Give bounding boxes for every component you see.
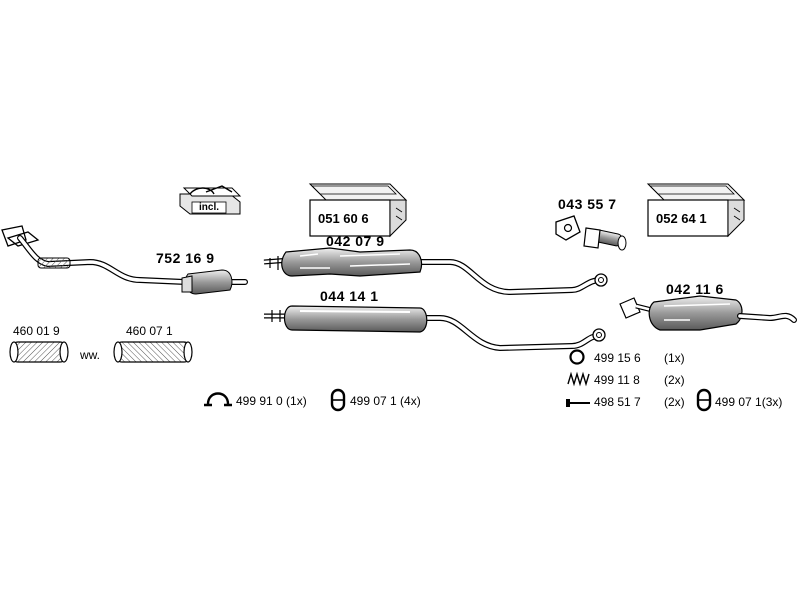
gasket-ring-icon	[569, 349, 585, 365]
connector-2-label: 460 07 1	[126, 324, 173, 338]
bolt-qty-label: (2x)	[664, 395, 685, 409]
connector-1-label: 460 01 9	[13, 324, 60, 338]
bolt-icon	[566, 399, 590, 407]
front-pipe-label: 752 16 9	[156, 250, 215, 266]
bolt-label: 498 51 7	[594, 395, 641, 409]
clamp-icon	[204, 392, 232, 407]
box-icon-right	[646, 183, 746, 238]
incl-label: incl.	[199, 202, 220, 213]
mid-silencer-upper	[263, 247, 608, 296]
ww-label: ww.	[80, 348, 101, 362]
flange-label: 043 55 7	[558, 196, 617, 212]
connector-pipe-2	[113, 341, 193, 363]
rubber-mount-icon-right	[696, 388, 712, 412]
rubber-left-label: 499 07 1 (4x)	[350, 394, 421, 408]
mid-silencer-lower	[264, 305, 606, 352]
rubber-right-label: 499 07 1(3x)	[715, 395, 783, 409]
gasket-label: 499 15 6	[594, 351, 641, 365]
front-pipe	[1, 225, 248, 295]
mid-silencer-upper-label: 042 07 9	[326, 233, 385, 249]
box-icon-left	[308, 183, 408, 238]
flange-icon	[555, 215, 627, 251]
clamp-left-label: 499 91 0 (1x)	[236, 394, 307, 408]
rubber-mount-icon-left	[330, 388, 346, 412]
spring-icon	[567, 371, 590, 387]
gasket-qty-label: (1x)	[664, 351, 685, 365]
box-right-label: 052 64 1	[656, 211, 707, 226]
mid-silencer-lower-label: 044 14 1	[320, 288, 379, 304]
spring-label: 499 11 8	[594, 373, 640, 387]
box-left-label: 051 60 6	[318, 211, 369, 226]
rear-silencer	[619, 295, 797, 331]
rear-silencer-label: 042 11 6	[666, 281, 724, 297]
spring-qty-label: (2x)	[664, 373, 685, 387]
connector-pipe-1	[9, 341, 69, 363]
incl-box-icon	[179, 185, 242, 215]
